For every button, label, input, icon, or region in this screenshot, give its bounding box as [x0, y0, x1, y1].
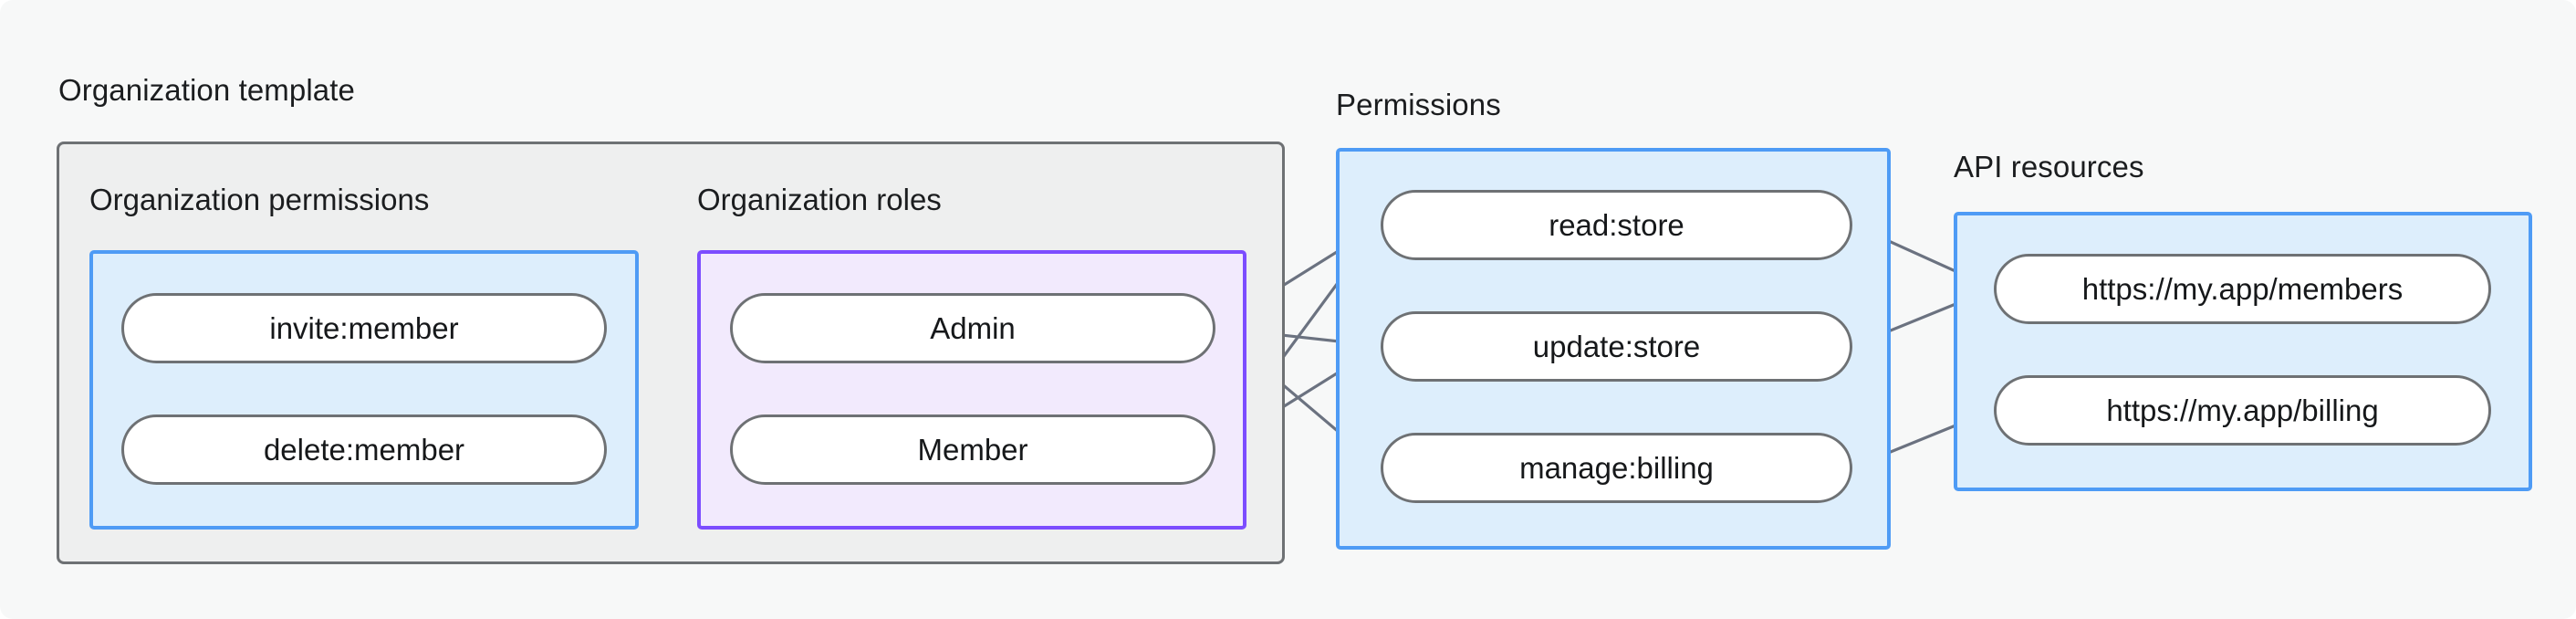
- group-label-api-resources: API resources: [1954, 150, 2144, 184]
- organization-roles-container: [697, 250, 1246, 530]
- node-delete-member[interactable]: delete:member: [121, 414, 607, 485]
- organization-permissions-container: [89, 250, 639, 530]
- node-member[interactable]: Member: [730, 414, 1215, 485]
- group-label-permissions: Permissions: [1336, 88, 1501, 121]
- group-label-organization-template: Organization template: [58, 73, 355, 107]
- node-invite-member[interactable]: invite:member: [121, 293, 607, 363]
- group-label-organization-permissions: Organization permissions: [89, 183, 430, 216]
- node-read-store[interactable]: read:store: [1381, 190, 1852, 260]
- node-api-resource-billing[interactable]: https://my.app/billing: [1994, 375, 2491, 446]
- node-api-resource-members[interactable]: https://my.app/members: [1994, 254, 2491, 324]
- node-update-store[interactable]: update:store: [1381, 311, 1852, 382]
- group-label-organization-roles: Organization roles: [697, 183, 942, 216]
- node-manage-billing[interactable]: manage:billing: [1381, 433, 1852, 503]
- node-admin[interactable]: Admin: [730, 293, 1215, 363]
